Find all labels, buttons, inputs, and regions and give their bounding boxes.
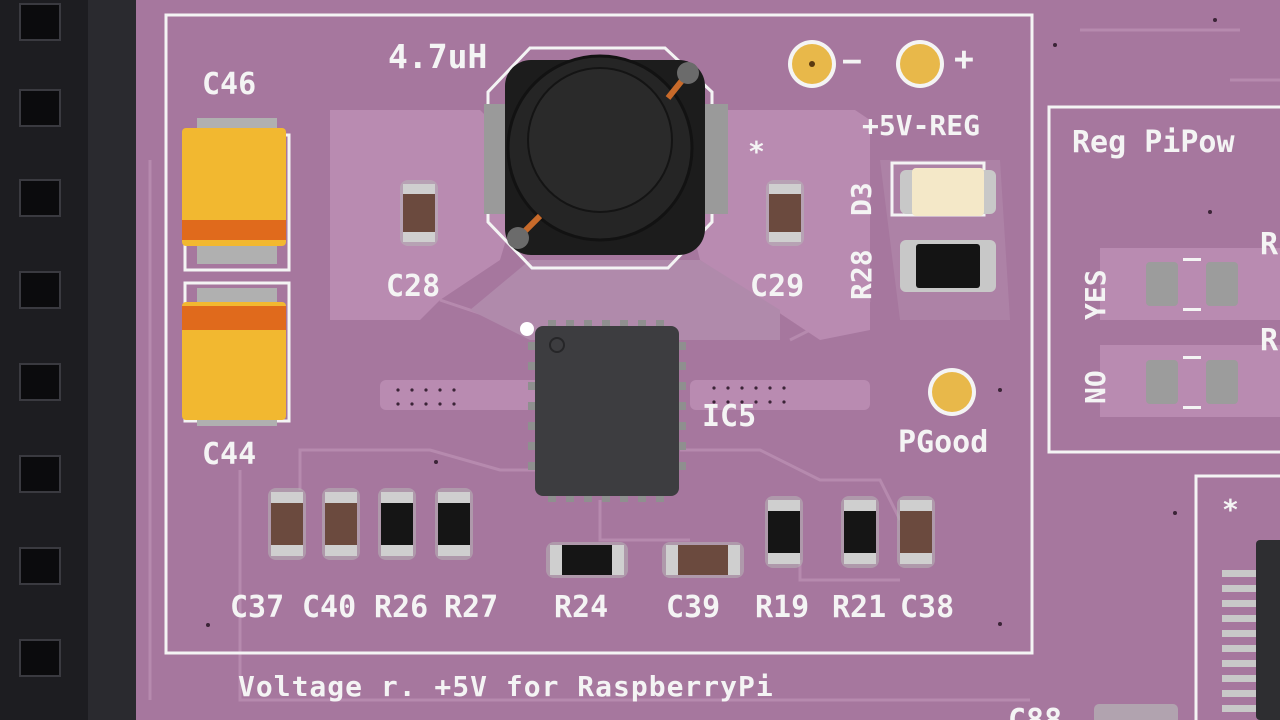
cap-c37[interactable] bbox=[268, 488, 306, 560]
c29-label: C29 bbox=[750, 269, 805, 304]
d3-label: D3 bbox=[845, 182, 878, 216]
header-body bbox=[88, 0, 136, 720]
copper-zone-center bbox=[470, 260, 780, 340]
silkscreen-frame bbox=[164, 13, 1034, 655]
tantalum-cap-c44[interactable] bbox=[182, 281, 291, 426]
star-marker: * bbox=[748, 135, 765, 168]
cap-c29[interactable] bbox=[766, 180, 804, 246]
resistor-r21[interactable] bbox=[841, 496, 879, 568]
star-marker-right: * bbox=[1222, 493, 1239, 526]
tantalum-cap-c46[interactable] bbox=[182, 118, 291, 272]
reg-pipower-title: Reg PiPow bbox=[1072, 125, 1235, 160]
via-dots bbox=[206, 18, 1217, 627]
r27-label: R27 bbox=[444, 590, 499, 625]
c37-label: C37 bbox=[230, 590, 285, 625]
cap-c40[interactable] bbox=[322, 488, 360, 560]
solder-jumper-no[interactable] bbox=[1100, 345, 1280, 417]
solder-jumper-yes[interactable] bbox=[1100, 248, 1280, 320]
section-title: Voltage r. +5V for RaspberryPi bbox=[238, 670, 774, 703]
resistor-r24[interactable] bbox=[546, 542, 628, 578]
ic5-label: IC5 bbox=[702, 399, 757, 434]
pgood-label: PGood bbox=[898, 425, 989, 460]
reg-box-right-label-2: R bbox=[1260, 323, 1279, 358]
test-pad-minus[interactable] bbox=[788, 40, 836, 88]
r24-label: R24 bbox=[554, 590, 609, 625]
ic5-chip[interactable] bbox=[520, 320, 686, 502]
copper-strip-left bbox=[380, 380, 540, 410]
r28-label: R28 bbox=[845, 249, 878, 300]
c40-label: C40 bbox=[302, 590, 357, 625]
c38-label: C38 bbox=[900, 590, 955, 625]
pin-header-pins bbox=[19, 3, 61, 677]
r26-label: R26 bbox=[374, 590, 429, 625]
reg-box-right-label-1: R bbox=[1260, 227, 1279, 262]
minus-label: − bbox=[842, 41, 862, 80]
inductor-value-label: 4.7uH bbox=[388, 37, 488, 76]
cap-c38[interactable] bbox=[897, 496, 935, 568]
r19-label: R19 bbox=[755, 590, 810, 625]
reg5v-label: +5V-REG bbox=[862, 109, 981, 142]
led-d3[interactable] bbox=[890, 161, 996, 217]
test-pad-pgood[interactable] bbox=[928, 368, 976, 416]
resistor-r19[interactable] bbox=[765, 496, 803, 568]
copper-strip-right bbox=[690, 380, 870, 410]
resistor-r26[interactable] bbox=[378, 488, 416, 560]
inductor-l1[interactable] bbox=[484, 46, 728, 270]
r21-label: R21 bbox=[832, 590, 887, 625]
partial-component-bottom bbox=[1094, 704, 1178, 720]
right-module-frame bbox=[1194, 474, 1280, 720]
bottom-partial-label: C88 bbox=[1008, 706, 1062, 720]
c39-label: C39 bbox=[666, 590, 721, 625]
right-module-ic[interactable] bbox=[1222, 540, 1280, 720]
test-pad-plus[interactable] bbox=[896, 40, 944, 88]
cap-c39[interactable] bbox=[662, 542, 744, 578]
cap-c28[interactable] bbox=[400, 180, 438, 246]
resistor-r27[interactable] bbox=[435, 488, 473, 560]
resistor-r28[interactable] bbox=[900, 240, 996, 292]
plus-label: + bbox=[954, 39, 974, 78]
reg-pipower-frame bbox=[1047, 105, 1280, 454]
jumper-no-label: NO bbox=[1079, 370, 1112, 404]
jumper-yes-label: YES bbox=[1079, 269, 1112, 320]
c44-label: C44 bbox=[202, 437, 257, 472]
pcb-traces bbox=[148, 28, 1280, 702]
c46-label: C46 bbox=[202, 67, 257, 102]
c28-label: C28 bbox=[386, 269, 441, 304]
